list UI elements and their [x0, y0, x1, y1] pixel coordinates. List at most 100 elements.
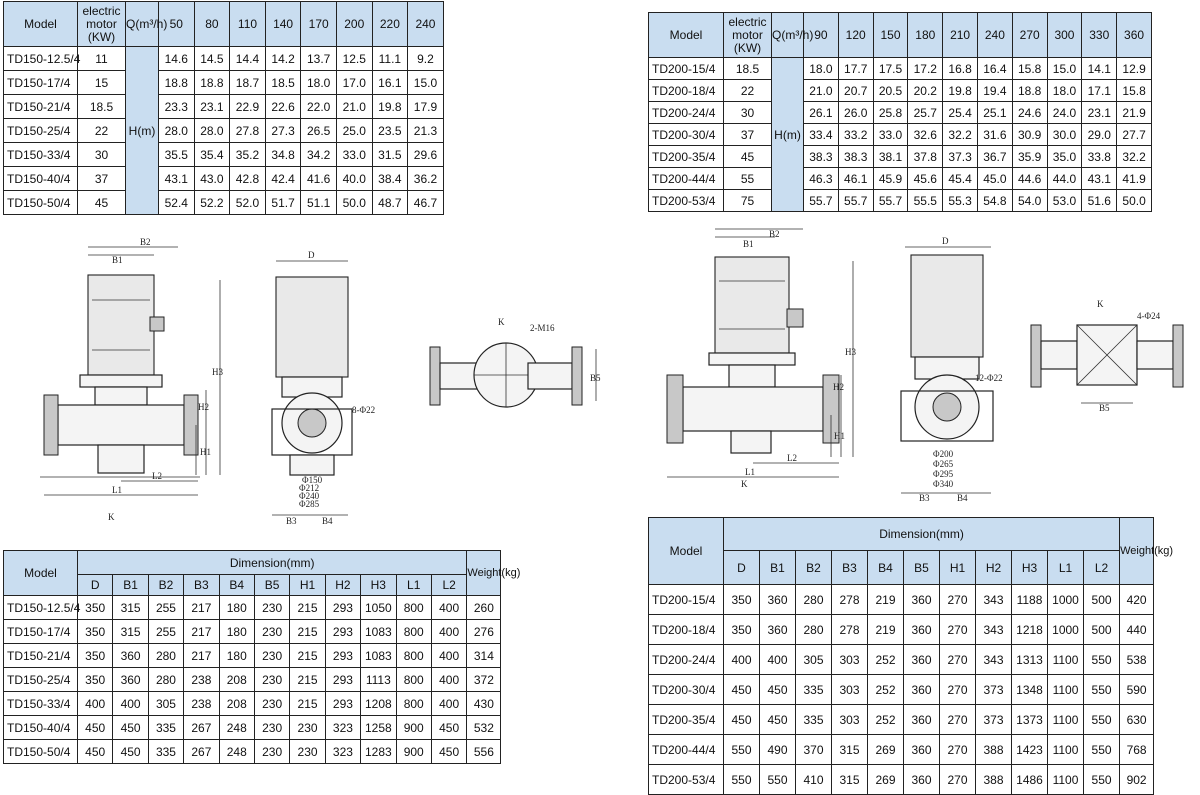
head-value-cell: 17.9 [407, 94, 444, 119]
dimension-value-cell: 1050 [360, 595, 397, 620]
model-cell: TD200-18/4 [648, 79, 724, 102]
dim-b5: B5 [590, 373, 601, 383]
dimension-value-cell: 400 [112, 691, 149, 716]
header-flow-value: 50 [158, 1, 195, 47]
head-value-cell: 18.5 [264, 70, 302, 95]
dimension-value-cell: 1100 [1047, 764, 1084, 795]
model-cell: TD150-17/4 [3, 619, 78, 644]
head-value-cell: 33.0 [872, 123, 909, 146]
model-cell: TD150-12.5/4 [3, 595, 80, 620]
head-value-cell: 22.9 [229, 94, 266, 119]
dimension-value-cell: 350 [723, 614, 760, 645]
header-flow-value: 120 [837, 12, 874, 58]
head-value-cell: 32.2 [1116, 145, 1152, 168]
dim-b2: B2 [140, 237, 151, 247]
weight-cell: 590 [1119, 674, 1155, 705]
weight-cell: 260 [466, 595, 502, 620]
dimension-value-cell: 550 [1082, 674, 1121, 705]
head-value-cell: 45.0 [976, 167, 1013, 190]
head-value-cell: 15.8 [1116, 79, 1152, 102]
dimension-value-cell: 450 [430, 715, 468, 740]
dimension-value-cell: 293 [324, 691, 362, 716]
dimension-value-cell: 238 [183, 691, 220, 716]
weight-cell: 440 [1119, 614, 1155, 645]
dim-b3: B3 [286, 516, 297, 526]
head-value-cell: 22.0 [300, 94, 337, 119]
header-flow-value: 210 [942, 12, 978, 58]
head-value-cell: 52.0 [229, 190, 266, 215]
head-value-cell: 44.6 [1011, 167, 1048, 190]
head-value-cell: 46.1 [837, 167, 874, 190]
dim-b4: B4 [322, 516, 333, 526]
weight-cell: 420 [1119, 584, 1155, 615]
header-flow-value: 110 [229, 1, 266, 47]
dimension-value-cell: 1348 [1011, 674, 1048, 705]
weight-cell: 556 [466, 739, 502, 764]
left-pump-drawing: B1 B2 H3 H2 H1 L1 L2 K D Φ150 Φ212 Φ240 … [40, 237, 601, 526]
header-dimension-column: H3 [360, 574, 397, 596]
head-value-cell: 17.0 [335, 70, 373, 95]
head-value-cell: 50.0 [1116, 189, 1152, 212]
head-value-cell: 27.7 [1116, 123, 1152, 146]
dimension-value-cell: 343 [975, 584, 1012, 615]
dimension-value-cell: 400 [76, 691, 114, 716]
head-value-cell: 18.0 [803, 57, 839, 80]
head-value-cell: 23.1 [193, 94, 231, 119]
model-cell: TD200-18/4 [648, 614, 724, 645]
motor-kw-cell: 45 [723, 145, 772, 168]
model-cell: TD200-24/4 [648, 101, 724, 124]
dimension-value-cell: 450 [759, 704, 796, 735]
dimension-value-cell: 217 [183, 643, 220, 668]
dimension-value-cell: 360 [112, 667, 149, 692]
dimension-value-cell: 360 [759, 614, 796, 645]
dim-bolts: 12-Φ22 [975, 373, 1003, 383]
dimension-value-cell: 315 [831, 764, 868, 795]
dimension-value-cell: 280 [795, 614, 832, 645]
weight-cell: 314 [466, 643, 502, 668]
dimension-value-cell: 1000 [1047, 614, 1084, 645]
head-value-cell: 36.7 [976, 145, 1013, 168]
head-value-cell: 50.0 [335, 190, 373, 215]
head-value-cell: 11.1 [371, 46, 409, 71]
header-flow-value: 140 [264, 1, 302, 47]
model-cell: TD200-35/4 [648, 145, 724, 168]
head-value-cell: 14.5 [193, 46, 231, 71]
head-value-cell: 52.4 [158, 190, 195, 215]
header-dimension-column: L2 [1082, 550, 1121, 585]
model-cell: TD150-40/4 [3, 166, 78, 191]
head-value-cell: 18.7 [229, 70, 266, 95]
dim-h2: H2 [833, 382, 844, 392]
dimension-value-cell: 230 [253, 739, 291, 764]
dimension-value-cell: 550 [1082, 644, 1121, 675]
head-value-cell: 17.5 [872, 57, 909, 80]
dimension-value-cell: 248 [218, 715, 255, 740]
dimension-value-cell: 230 [253, 643, 291, 668]
dimension-value-cell: 400 [430, 619, 468, 644]
header-flow-value: 240 [976, 12, 1013, 58]
header-dimension-column: B3 [183, 574, 220, 596]
weight-cell: 430 [466, 691, 502, 716]
dimension-value-cell: 800 [395, 619, 432, 644]
dimension-value-cell: 252 [867, 644, 904, 675]
head-value-cell: 19.8 [371, 94, 409, 119]
right-side-view: B1 B2 H3 H2 H1 L1 L2 K [666, 228, 856, 489]
dimension-value-cell: 388 [975, 764, 1012, 795]
head-value-cell: 12.5 [335, 46, 373, 71]
head-value-cell: 28.0 [193, 118, 231, 143]
dimension-value-cell: 400 [759, 644, 796, 675]
dimension-value-cell: 1188 [1011, 584, 1048, 615]
left-front-view: D Φ150 Φ212 Φ240 Φ285 B3 B4 8-Φ22 [271, 250, 375, 526]
